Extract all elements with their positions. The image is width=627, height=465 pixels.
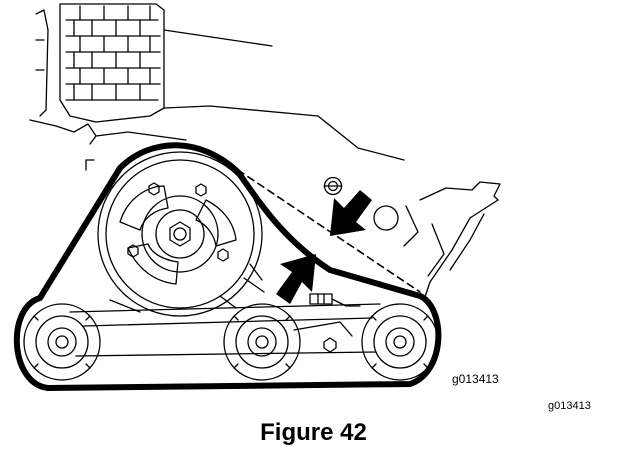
graphic-code-outer: g013413 — [548, 400, 591, 412]
drive-sprocket — [97, 151, 265, 317]
front-bogie-wheel — [23, 303, 101, 381]
up-right-arrow-icon — [276, 254, 316, 304]
frame-bracket — [373, 181, 501, 301]
figure-caption: Figure 42 — [260, 419, 367, 446]
track-tension-illustration — [13, 3, 501, 391]
engine-block — [29, 3, 405, 171]
middle-bogie-wheel — [223, 303, 301, 381]
down-left-arrow-icon — [330, 190, 372, 236]
graphic-code-inner: g013413 — [452, 372, 499, 386]
tension-bolt — [309, 293, 361, 307]
track-frame — [69, 295, 381, 357]
track-belt — [13, 142, 442, 391]
tension-reference-line — [237, 169, 421, 293]
cover-bolt — [323, 176, 343, 196]
